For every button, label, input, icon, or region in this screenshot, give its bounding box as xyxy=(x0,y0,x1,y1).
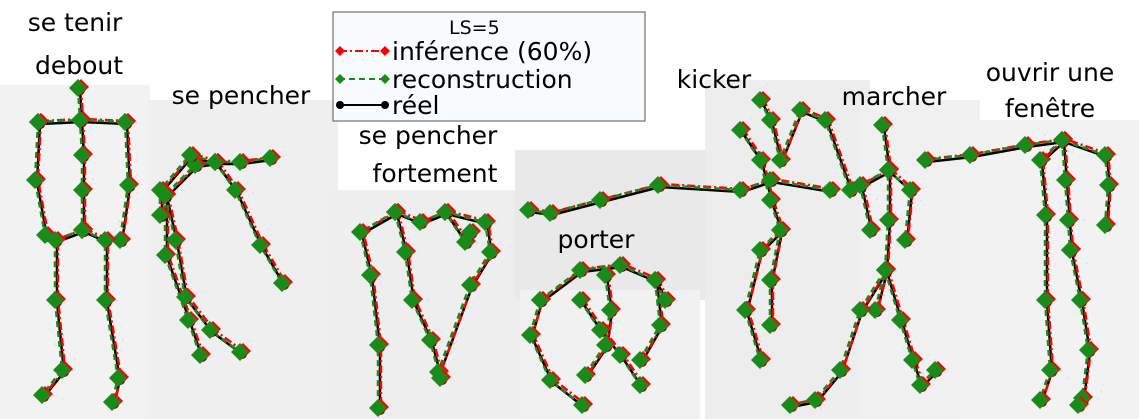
inference-pose-line xyxy=(121,120,133,240)
black-circle-marker xyxy=(381,101,389,109)
reconstruction-pose-line xyxy=(887,169,912,241)
reconstruction-pose-line xyxy=(528,299,583,406)
reconstruction-pose-line xyxy=(158,153,216,215)
label-ouvrir-une-fenetre-line1: ouvrir une xyxy=(986,58,1114,87)
inference-pose-line xyxy=(166,194,205,355)
legend-entry-real: réel xyxy=(336,91,439,120)
green-diamond-marker xyxy=(335,74,345,84)
red-diamond-marker xyxy=(335,46,345,56)
reconstruction-pose-line xyxy=(163,195,202,356)
label-porter: porter xyxy=(558,225,636,254)
inference-pose-line xyxy=(586,273,615,375)
label-ouvrir-une-fenetre-line2: fenêtre xyxy=(1005,94,1095,123)
reconstruction-pose-line xyxy=(76,87,84,230)
inference-pose-line xyxy=(1063,138,1075,250)
legend-label-reconstruction: reconstruction xyxy=(392,65,573,94)
inference-pose-line xyxy=(396,210,445,378)
inference-pose-line xyxy=(36,120,50,235)
green-diamond-marker xyxy=(380,74,390,84)
label-se-tenir-debout-line2: debout xyxy=(35,51,123,80)
label-marcher: marcher xyxy=(842,82,947,111)
reconstruction-pose-line xyxy=(758,99,852,191)
real-pose-line xyxy=(215,163,286,286)
red-diamond-marker xyxy=(380,46,390,56)
skeleton-se-pencher-fortement xyxy=(351,203,501,417)
legend-label-inference: inférence (60%) xyxy=(392,37,592,66)
legend-label-real: réel xyxy=(392,91,439,120)
inference-pose-line xyxy=(531,298,586,405)
skeleton-kicker xyxy=(519,91,861,369)
reconstruction-pose-line xyxy=(33,121,47,236)
black-circle-marker xyxy=(336,101,344,109)
inference-pose-line xyxy=(44,227,86,395)
skeletons xyxy=(26,79,1119,417)
label-se-tenir-debout-line1: se tenir xyxy=(28,8,123,37)
legend-entry-reconstruction: reconstruction xyxy=(335,65,573,94)
label-se-pencher-fortement-line1: se pencher xyxy=(359,121,498,150)
inference-pose-line xyxy=(886,268,939,387)
activity-labels: se tenir debout se pencher se pencher fo… xyxy=(28,8,1115,254)
skeleton-se-pencher xyxy=(151,146,293,364)
legend: LS=5 inférence (60%) reconstruction réel xyxy=(332,11,646,122)
skeleton-marcher xyxy=(781,116,946,414)
label-kicker: kicker xyxy=(677,65,752,94)
label-se-pencher: se pencher xyxy=(172,81,311,110)
skeleton-ouvrir-une-fenetre xyxy=(916,131,1119,414)
label-se-pencher-fortement-line2: fortement xyxy=(373,159,498,188)
legend-entry-inference: inférence (60%) xyxy=(335,37,592,66)
inference-pose-line xyxy=(216,160,287,283)
skeleton-se-tenir-debout xyxy=(26,79,139,411)
reconstruction-pose-line xyxy=(213,161,284,284)
legend-title: LS=5 xyxy=(449,17,500,39)
skeleton-porter xyxy=(521,256,676,414)
inference-pose-line xyxy=(542,262,670,300)
reconstruction-pose-line xyxy=(1060,139,1072,251)
